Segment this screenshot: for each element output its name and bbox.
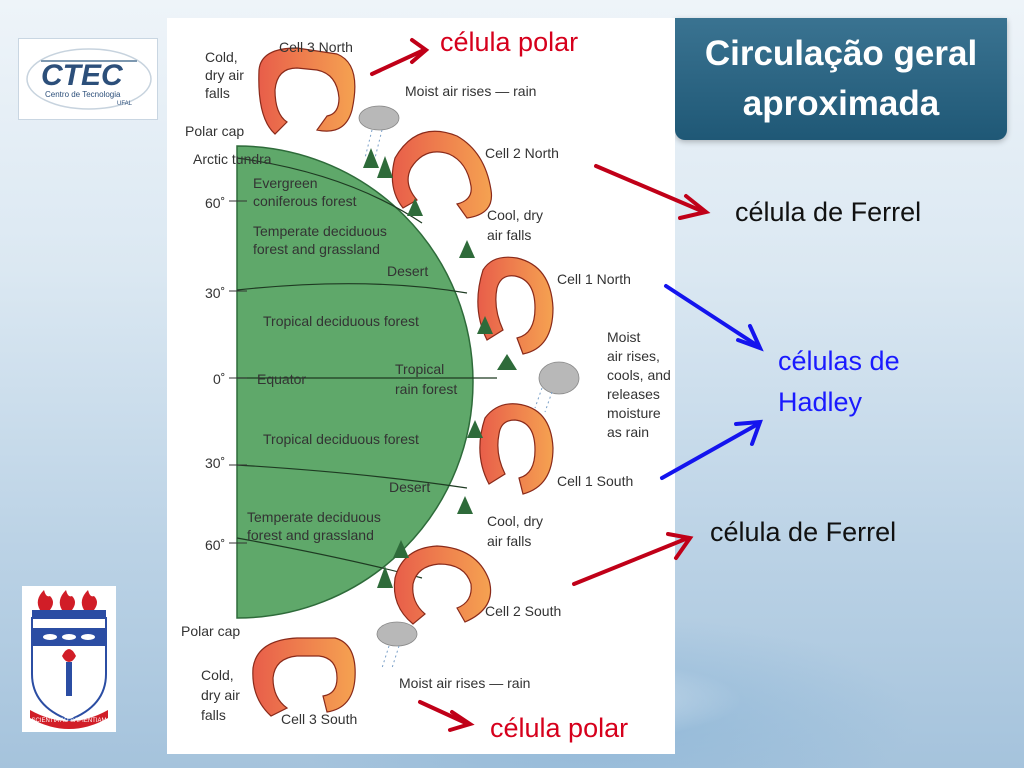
label-cell-2-south: Cell 2 South (485, 603, 561, 619)
label-lat-60-bottom: 60˚ (205, 537, 225, 553)
label-moist-top: Moist air rises — rain (405, 83, 536, 99)
label-lat-60-top: 60˚ (205, 195, 225, 211)
cell-1-south-loop (479, 403, 554, 495)
ctec-logo-tag: UFAL (117, 101, 133, 107)
callout-ferrel-bottom: célula de Ferrel (710, 517, 897, 547)
label-cold-top-2: dry air (205, 67, 244, 83)
ctec-logo-graphic: CTEC Centro de Tecnologia UFAL (26, 48, 152, 110)
label-cold-bottom-2: dry air (201, 687, 240, 703)
cloud-equator (538, 361, 580, 395)
label-temperate-top-2: forest and grassland (253, 241, 380, 257)
slide-title: Circulação geral aproximada (675, 18, 1007, 140)
circulation-diagram: Cell 3 North Cold, dry air falls Moist a… (181, 39, 671, 727)
label-polar-cap-bottom: Polar cap (181, 623, 240, 639)
arrow-hadley-top (664, 284, 760, 348)
ctec-logo: CTEC Centro de Tecnologia UFAL (18, 38, 158, 120)
label-cell-3-south: Cell 3 South (281, 711, 357, 727)
arrow-ferrel-top (594, 164, 706, 214)
ufal-shield-graphic: SCIENTIA AD SAPIENTIAM (30, 590, 108, 729)
label-moist-mid-2: air rises, (607, 348, 660, 364)
label-cold-bottom-3: falls (201, 707, 226, 723)
line-arctic (236, 157, 423, 224)
label-cell-2-north: Cell 2 North (485, 145, 559, 161)
earth-hemisphere (236, 145, 474, 619)
label-evergreen-2: coniferous forest (253, 193, 357, 209)
label-evergreen-1: Evergreen (253, 175, 318, 191)
label-cell-3-north: Cell 3 North (279, 39, 353, 55)
cell-3-north-loop (258, 47, 356, 135)
label-temperate-bottom-1: Temperate deciduous (247, 509, 381, 525)
label-polar-cap-top: Polar cap (185, 123, 244, 139)
label-arctic-tundra: Arctic tundra (193, 151, 272, 167)
label-tropical-rain-2: rain forest (395, 381, 457, 397)
line-30-south (236, 464, 468, 489)
label-moist-mid-6: as rain (607, 424, 649, 440)
label-lat-30-top: 30˚ (205, 285, 225, 301)
line-30-north (236, 283, 468, 294)
arrow-polar-top (370, 48, 426, 76)
callout-hadley-line-1: células de (778, 346, 900, 376)
label-temperate-top-1: Temperate deciduous (253, 223, 387, 239)
label-cool-bottom-2: air falls (487, 533, 531, 549)
callout-polar-top: célula polar (440, 27, 579, 57)
label-moist-mid-3: cools, and (607, 367, 671, 383)
cell-2-south-loop (393, 545, 492, 625)
ufal-motto: SCIENTIA AD SAPIENTIAM (31, 718, 106, 724)
label-tropical-rain-1: Tropical (395, 361, 444, 377)
label-lat-30-bottom: 30˚ (205, 455, 225, 471)
label-temperate-bottom-2: forest and grassland (247, 527, 374, 543)
cloud-top (358, 105, 400, 131)
ctec-logo-subtitle: Centro de Tecnologia (45, 90, 121, 99)
label-cold-top-3: falls (205, 85, 230, 101)
label-cool-top-2: air falls (487, 227, 531, 243)
arrow-polar-bottom (418, 700, 470, 726)
callout-polar-bottom: célula polar (490, 713, 629, 743)
cell-1-north-loop (477, 256, 554, 355)
label-moist-bottom: Moist air rises — rain (399, 675, 530, 691)
arrow-hadley-bottom (660, 422, 760, 480)
label-moist-mid-1: Moist (607, 329, 641, 345)
ctec-logo-text: CTEC (41, 59, 124, 92)
callout-ferrel-top: célula de Ferrel (735, 197, 922, 227)
label-moist-mid-5: moisture (607, 405, 661, 421)
label-cold-top-1: Cold, (205, 49, 238, 65)
slide-title-line-1: Circulação geral (704, 34, 978, 73)
label-tropical-dec-bottom: Tropical deciduous forest (263, 431, 419, 447)
label-cool-top-1: Cool, dry (487, 207, 543, 223)
label-cold-bottom-1: Cold, (201, 667, 234, 683)
cell-2-north-loop (391, 130, 493, 219)
label-equator: Equator (257, 371, 306, 387)
label-desert-bottom: Desert (389, 479, 430, 495)
cloud-bottom (376, 621, 418, 647)
callout-hadley-line-2: Hadley (778, 387, 863, 417)
label-desert-top: Desert (387, 263, 428, 279)
label-lat-0: 0˚ (213, 371, 225, 387)
label-moist-mid-4: releases (607, 386, 660, 402)
label-cell-1-south: Cell 1 South (557, 473, 633, 489)
label-cell-1-north: Cell 1 North (557, 271, 631, 287)
circulation-figure: Cell 3 North Cold, dry air falls Moist a… (167, 18, 675, 754)
label-cool-bottom-1: Cool, dry (487, 513, 543, 529)
arrow-ferrel-bottom (572, 536, 690, 586)
cell-3-south-loop (252, 637, 356, 717)
slide-title-line-2: aproximada (742, 84, 940, 123)
label-tropical-dec-top: Tropical deciduous forest (263, 313, 419, 329)
ufal-coat-of-arms: SCIENTIA AD SAPIENTIAM (22, 586, 116, 732)
